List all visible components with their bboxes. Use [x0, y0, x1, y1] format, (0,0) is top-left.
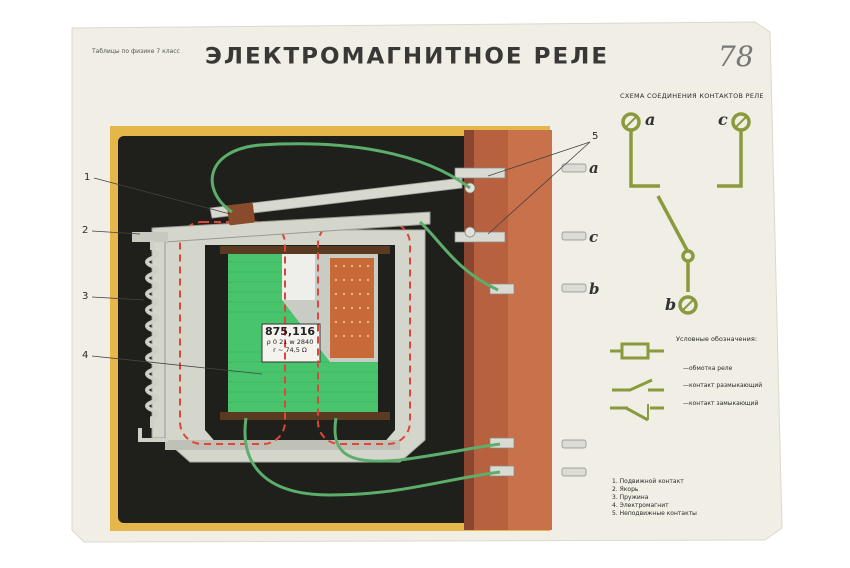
- parts-list-item: 1. Подвижной контакт: [612, 478, 684, 485]
- terminal-board-edge: [508, 130, 552, 530]
- parts-list-item: 3. Пружина: [612, 494, 649, 501]
- coil-label-plate: [261, 323, 321, 363]
- callout-3: 3: [82, 291, 89, 302]
- terminal-label-a: a: [589, 159, 599, 177]
- contact-insulator: [227, 202, 255, 226]
- wires: [210, 142, 501, 497]
- terminal-lugs: [561, 163, 587, 477]
- coil-model-number: 875,116: [264, 325, 316, 338]
- coil-bobbin-bottom: [220, 412, 390, 420]
- legend-title: Условные обозначения:: [676, 335, 758, 343]
- legend-item-break-contact: —контакт размыкающий: [683, 382, 763, 389]
- legend-symbols: [610, 342, 664, 422]
- parts-list-item: 4. Электромагнит: [612, 502, 669, 509]
- winding-dots: [334, 264, 370, 338]
- coil-bobbin-top: [220, 246, 390, 254]
- terminal-board-shadow: [464, 130, 474, 530]
- callout-1: 1: [84, 172, 91, 183]
- schematic-title: СХЕМА СОЕДИНЕНИЯ КОНТАКТОВ РЕЛЕ: [620, 92, 764, 100]
- coil-spec-line-1: ρ 0 21 w 2840: [266, 338, 314, 346]
- corner-note: Таблицы по физике 7 класс: [92, 48, 180, 55]
- schematic-label-c: c: [718, 110, 728, 129]
- schematic-label-a: a: [645, 110, 656, 129]
- callout-2: 2: [82, 225, 89, 236]
- core-base: [165, 440, 400, 450]
- legend-item-make-contact: —контакт замыкающий: [683, 400, 759, 407]
- moving-contact-arm: [209, 177, 463, 219]
- terminal-label-c: c: [589, 228, 599, 246]
- callout-4: 4: [82, 350, 89, 361]
- contact-schematic: [621, 112, 751, 315]
- schematic-label-b: b: [665, 295, 677, 314]
- spring-anchor: [138, 428, 168, 442]
- parts-list-item: 5. Неподвижные контакты: [612, 510, 697, 517]
- core-rod-highlight: [282, 254, 315, 300]
- callout-leaders: [91, 141, 591, 375]
- coil-spec-line-2: r ~ 74,5 Ω: [273, 346, 307, 354]
- parts-list-item: 2. Якорь: [612, 486, 639, 493]
- spring: [145, 248, 159, 428]
- coil-label: 875,116 ρ 0 21 w 2840 r ~ 74,5 Ω: [258, 325, 322, 354]
- legend-item-coil: —обмотка реле: [683, 365, 733, 372]
- poster-title: ЭЛЕКТРОМАГНИТНОЕ РЕЛЕ: [205, 44, 610, 70]
- armature-hinge: [132, 232, 168, 242]
- fixed-contacts: [454, 167, 515, 477]
- terminal-label-b: b: [589, 280, 600, 298]
- callout-5: 5: [592, 131, 599, 142]
- handwritten-mark: 78: [718, 40, 754, 73]
